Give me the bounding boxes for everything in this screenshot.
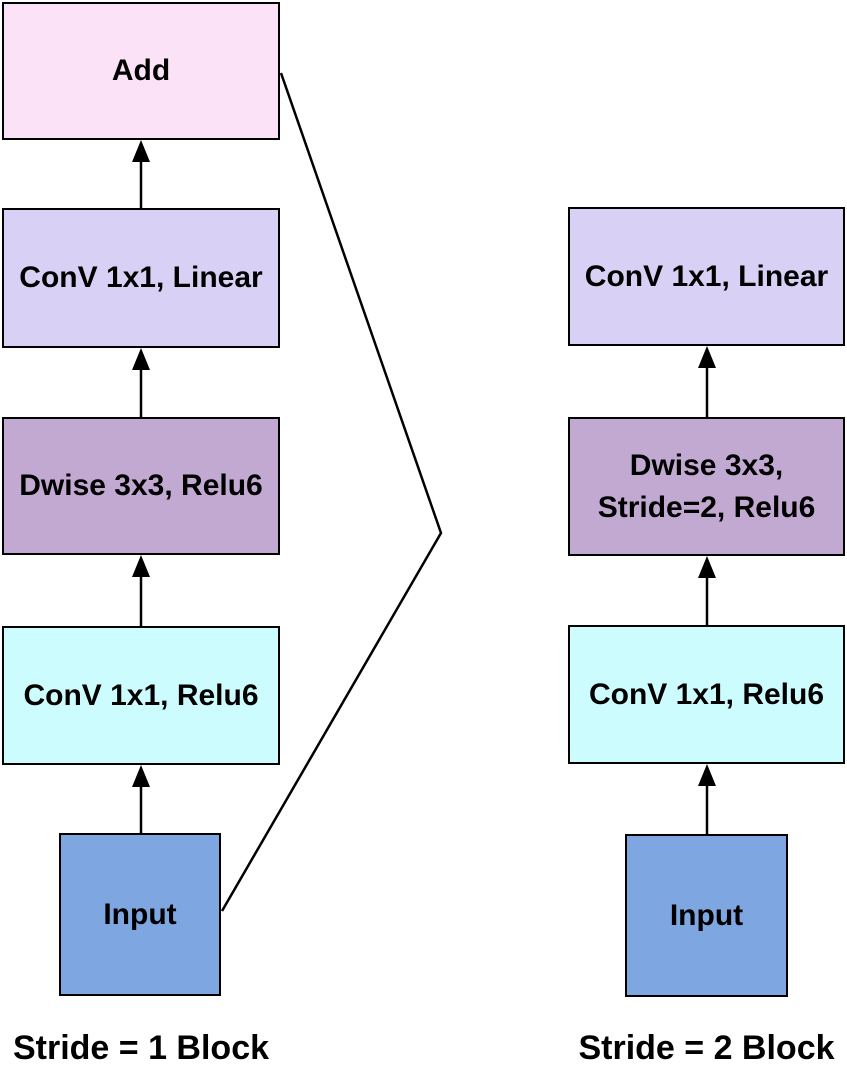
conv-1x1-linear-box-stride2: ConV 1x1, Linear — [568, 207, 845, 346]
input-label-stride2: Input — [669, 898, 744, 932]
arrow-conv-relu6-to-dwise-stride2 — [698, 556, 716, 625]
stride1-block-caption: Stride = 1 Block — [12, 1029, 270, 1067]
dwise-3x3-stride2-relu6-box: Dwise 3x3, Stride=2, Relu6 — [568, 417, 845, 556]
arrow-conv-linear-to-add-stride1 — [132, 140, 150, 208]
conv-1x1-linear-label-stride2: ConV 1x1, Linear — [584, 259, 829, 293]
arrow-conv-relu6-to-dwise-stride1 — [132, 555, 150, 626]
arrow-dwise-to-conv-linear-stride2 — [698, 346, 716, 417]
conv-1x1-relu6-label-stride2: ConV 1x1, Relu6 — [588, 677, 825, 711]
dwise-3x3-relu6-label-stride1: Dwise 3x3, Relu6 — [19, 469, 263, 502]
input-label-stride1: Input — [103, 897, 177, 931]
input-box-stride1: Input — [59, 833, 221, 996]
stride2-block-caption: Stride = 2 Block — [578, 1029, 835, 1067]
conv-1x1-relu6-box-stride1: ConV 1x1, Relu6 — [2, 626, 280, 765]
conv-1x1-relu6-box-stride2: ConV 1x1, Relu6 — [568, 625, 845, 764]
conv-1x1-linear-box-stride1: ConV 1x1, Linear — [2, 208, 280, 348]
dwise-3x3-relu6-box-stride1: Dwise 3x3, Relu6 — [2, 417, 280, 555]
conv-1x1-relu6-label-stride1: ConV 1x1, Relu6 — [23, 678, 259, 712]
add-box-label: Add — [111, 54, 171, 87]
input-box-stride2: Input — [625, 834, 788, 997]
arrow-input-to-conv-relu6-stride1 — [132, 765, 150, 833]
arrow-input-to-conv-relu6-stride2 — [698, 764, 716, 834]
conv-1x1-linear-label-stride1: ConV 1x1, Linear — [19, 261, 263, 294]
arrow-dwise-to-conv-linear-stride1 — [132, 348, 150, 417]
dwise-3x3-stride2-relu6-label: Dwise 3x3, Stride=2, Relu6 — [597, 448, 816, 524]
add-box: Add — [2, 2, 280, 140]
